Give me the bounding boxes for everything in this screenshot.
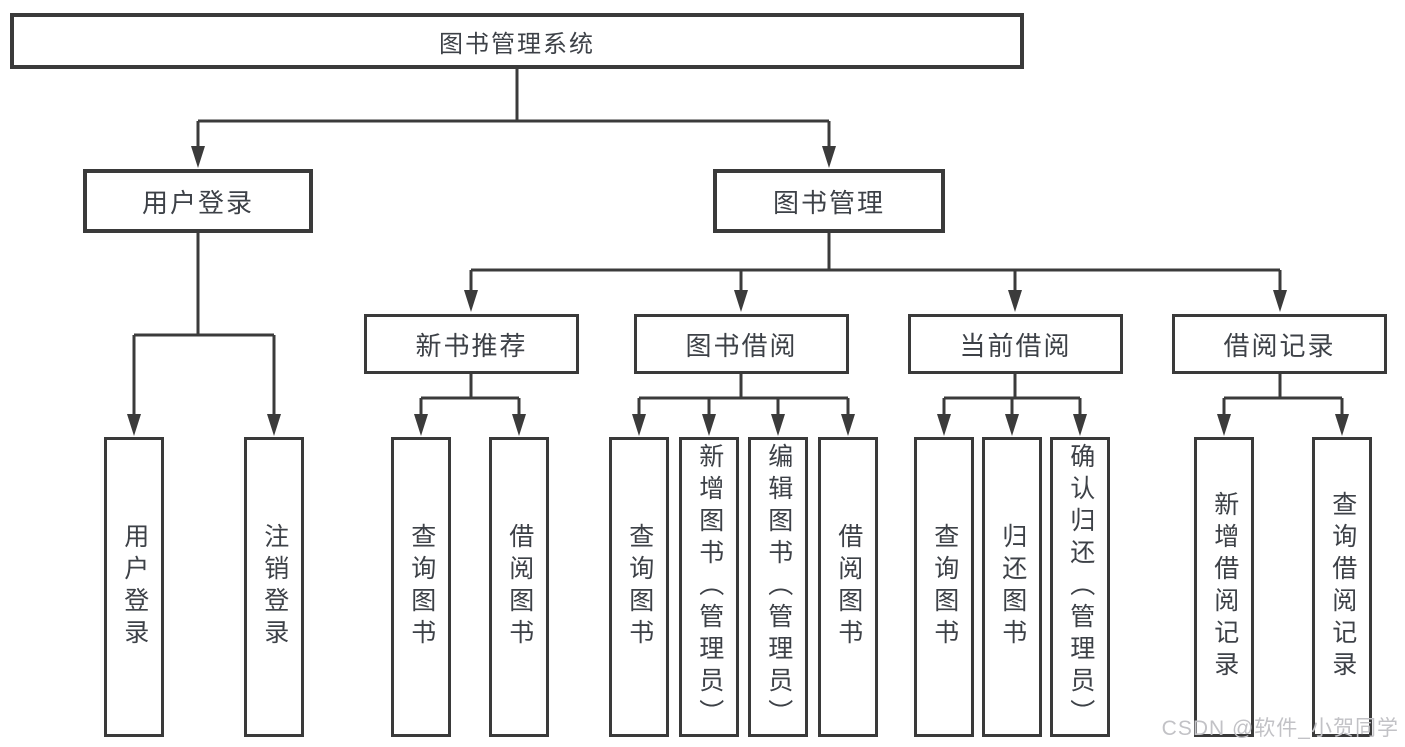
leaf-add-books-admin: 新增图书（管理员）	[679, 437, 739, 737]
leaf-return-books: 归还图书	[982, 437, 1042, 737]
leaf-user-login: 用户登录	[104, 437, 164, 737]
leaf-return-books-label: 归还图书	[998, 523, 1027, 651]
leaf-logout: 注销登录	[244, 437, 304, 737]
node-user-login-label: 用户登录	[141, 187, 254, 218]
node-current-borrowing-label: 当前借阅	[959, 330, 1072, 361]
leaf-query-books-recommend-label: 查询图书	[407, 523, 436, 651]
leaf-logout-label: 注销登录	[260, 523, 289, 651]
node-current-borrowing: 当前借阅	[908, 314, 1123, 374]
node-book-borrowing-label: 图书借阅	[685, 330, 798, 361]
leaf-query-books-current-label: 查询图书	[930, 523, 959, 651]
leaf-add-books-admin-label: 新增图书（管理员）	[695, 443, 724, 731]
leaf-borrow-books-recommend: 借阅图书	[489, 437, 549, 737]
node-borrowing-records-label: 借阅记录	[1223, 330, 1336, 361]
node-book-borrowing: 图书借阅	[634, 314, 849, 374]
node-library-management-system-label: 图书管理系统	[439, 30, 595, 58]
leaf-confirm-return-admin-label: 确认归还（管理员）	[1066, 443, 1095, 731]
leaf-query-books-borrow-label: 查询图书	[625, 523, 654, 651]
leaf-query-books-recommend: 查询图书	[391, 437, 451, 737]
leaf-user-login-label: 用户登录	[120, 523, 149, 651]
leaf-borrow-books-recommend-label: 借阅图书	[505, 523, 534, 651]
leaf-borrow-books: 借阅图书	[818, 437, 878, 737]
leaf-query-borrow-record: 查询借阅记录	[1312, 437, 1372, 737]
leaf-confirm-return-admin: 确认归还（管理员）	[1050, 437, 1110, 737]
node-user-login: 用户登录	[83, 169, 313, 233]
leaf-query-books-borrow: 查询图书	[609, 437, 669, 737]
node-book-management-label: 图书管理	[772, 187, 885, 218]
leaf-add-borrow-record: 新增借阅记录	[1194, 437, 1254, 737]
node-new-book-recommendation: 新书推荐	[364, 314, 579, 374]
leaf-query-books-current: 查询图书	[914, 437, 974, 737]
leaf-edit-books-admin: 编辑图书（管理员）	[748, 437, 808, 737]
node-library-management-system: 图书管理系统	[10, 13, 1024, 69]
node-book-management: 图书管理	[713, 169, 945, 233]
leaf-query-borrow-record-label: 查询借阅记录	[1328, 491, 1357, 683]
leaf-add-borrow-record-label: 新增借阅记录	[1210, 491, 1239, 683]
node-borrowing-records: 借阅记录	[1172, 314, 1387, 374]
watermark: CSDN @软件_小贺同学	[1161, 717, 1399, 740]
leaf-borrow-books-label: 借阅图书	[834, 523, 863, 651]
node-new-book-recommendation-label: 新书推荐	[415, 330, 528, 361]
leaf-edit-books-admin-label: 编辑图书（管理员）	[764, 443, 793, 731]
